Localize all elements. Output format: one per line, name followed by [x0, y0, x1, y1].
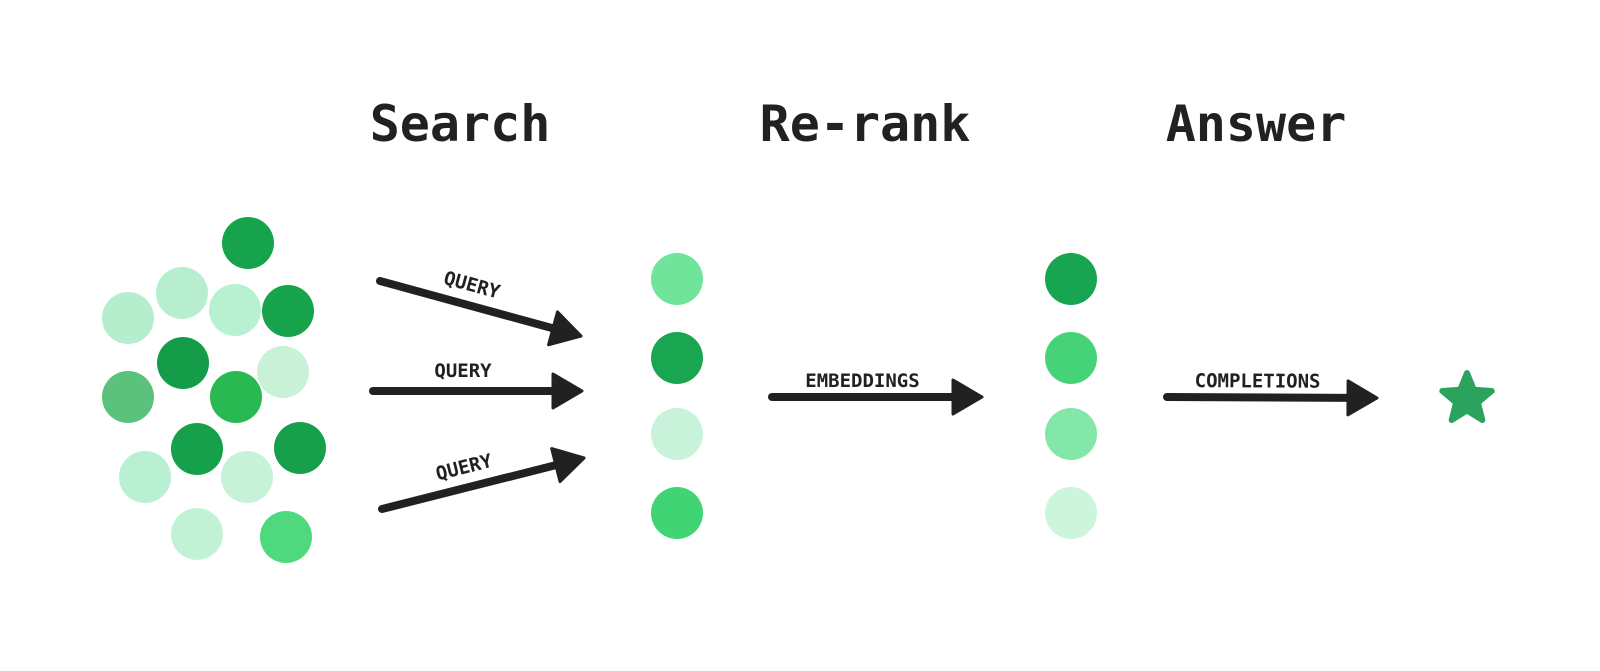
- corpus-dot: [102, 292, 154, 344]
- completions-arrow-head-icon: [1346, 379, 1379, 417]
- search-result-dot: [651, 332, 703, 384]
- stage-title-answer: Answer: [1165, 95, 1347, 153]
- search-result-dot: [651, 408, 703, 460]
- corpus-dot: [260, 511, 312, 563]
- query-arrow-shaft: [376, 277, 560, 334]
- corpus-dot: [221, 451, 273, 503]
- corpus-dot: [156, 267, 208, 319]
- corpus-dot: [119, 451, 171, 503]
- corpus-dot: [102, 371, 154, 423]
- stage-title-search: Search: [369, 95, 551, 153]
- query-arrow-shaft: [378, 460, 563, 513]
- stage-title-rerank: Re-rank: [759, 95, 971, 153]
- reranked-dot: [1045, 253, 1097, 305]
- query-arrow-label: QUERY: [434, 360, 492, 382]
- reranked-dot: [1045, 487, 1097, 539]
- corpus-dot: [210, 371, 262, 423]
- corpus-dot: [171, 508, 223, 560]
- reranked-dot: [1045, 408, 1097, 460]
- reranked-dot: [1045, 332, 1097, 384]
- query-arrow-head-icon: [551, 372, 584, 410]
- completions-arrow-label: COMPLETIONS: [1195, 370, 1321, 393]
- corpus-dot: [157, 337, 209, 389]
- corpus-dot: [222, 217, 274, 269]
- embeddings-arrow-head-icon: [951, 378, 984, 416]
- corpus-dot: [257, 346, 309, 398]
- query-arrow-head-icon: [547, 310, 583, 347]
- corpus-dot: [262, 285, 314, 337]
- corpus-dot: [209, 284, 261, 336]
- embeddings-arrow-label: EMBEDDINGS: [805, 370, 919, 392]
- corpus-dot: [274, 422, 326, 474]
- corpus-dot: [171, 423, 223, 475]
- search-result-dot: [651, 487, 703, 539]
- query-arrow-head-icon: [550, 447, 586, 484]
- search-result-dot: [651, 253, 703, 305]
- completions-arrow-shaft: [1163, 393, 1356, 402]
- answer-star-icon: [1439, 370, 1495, 423]
